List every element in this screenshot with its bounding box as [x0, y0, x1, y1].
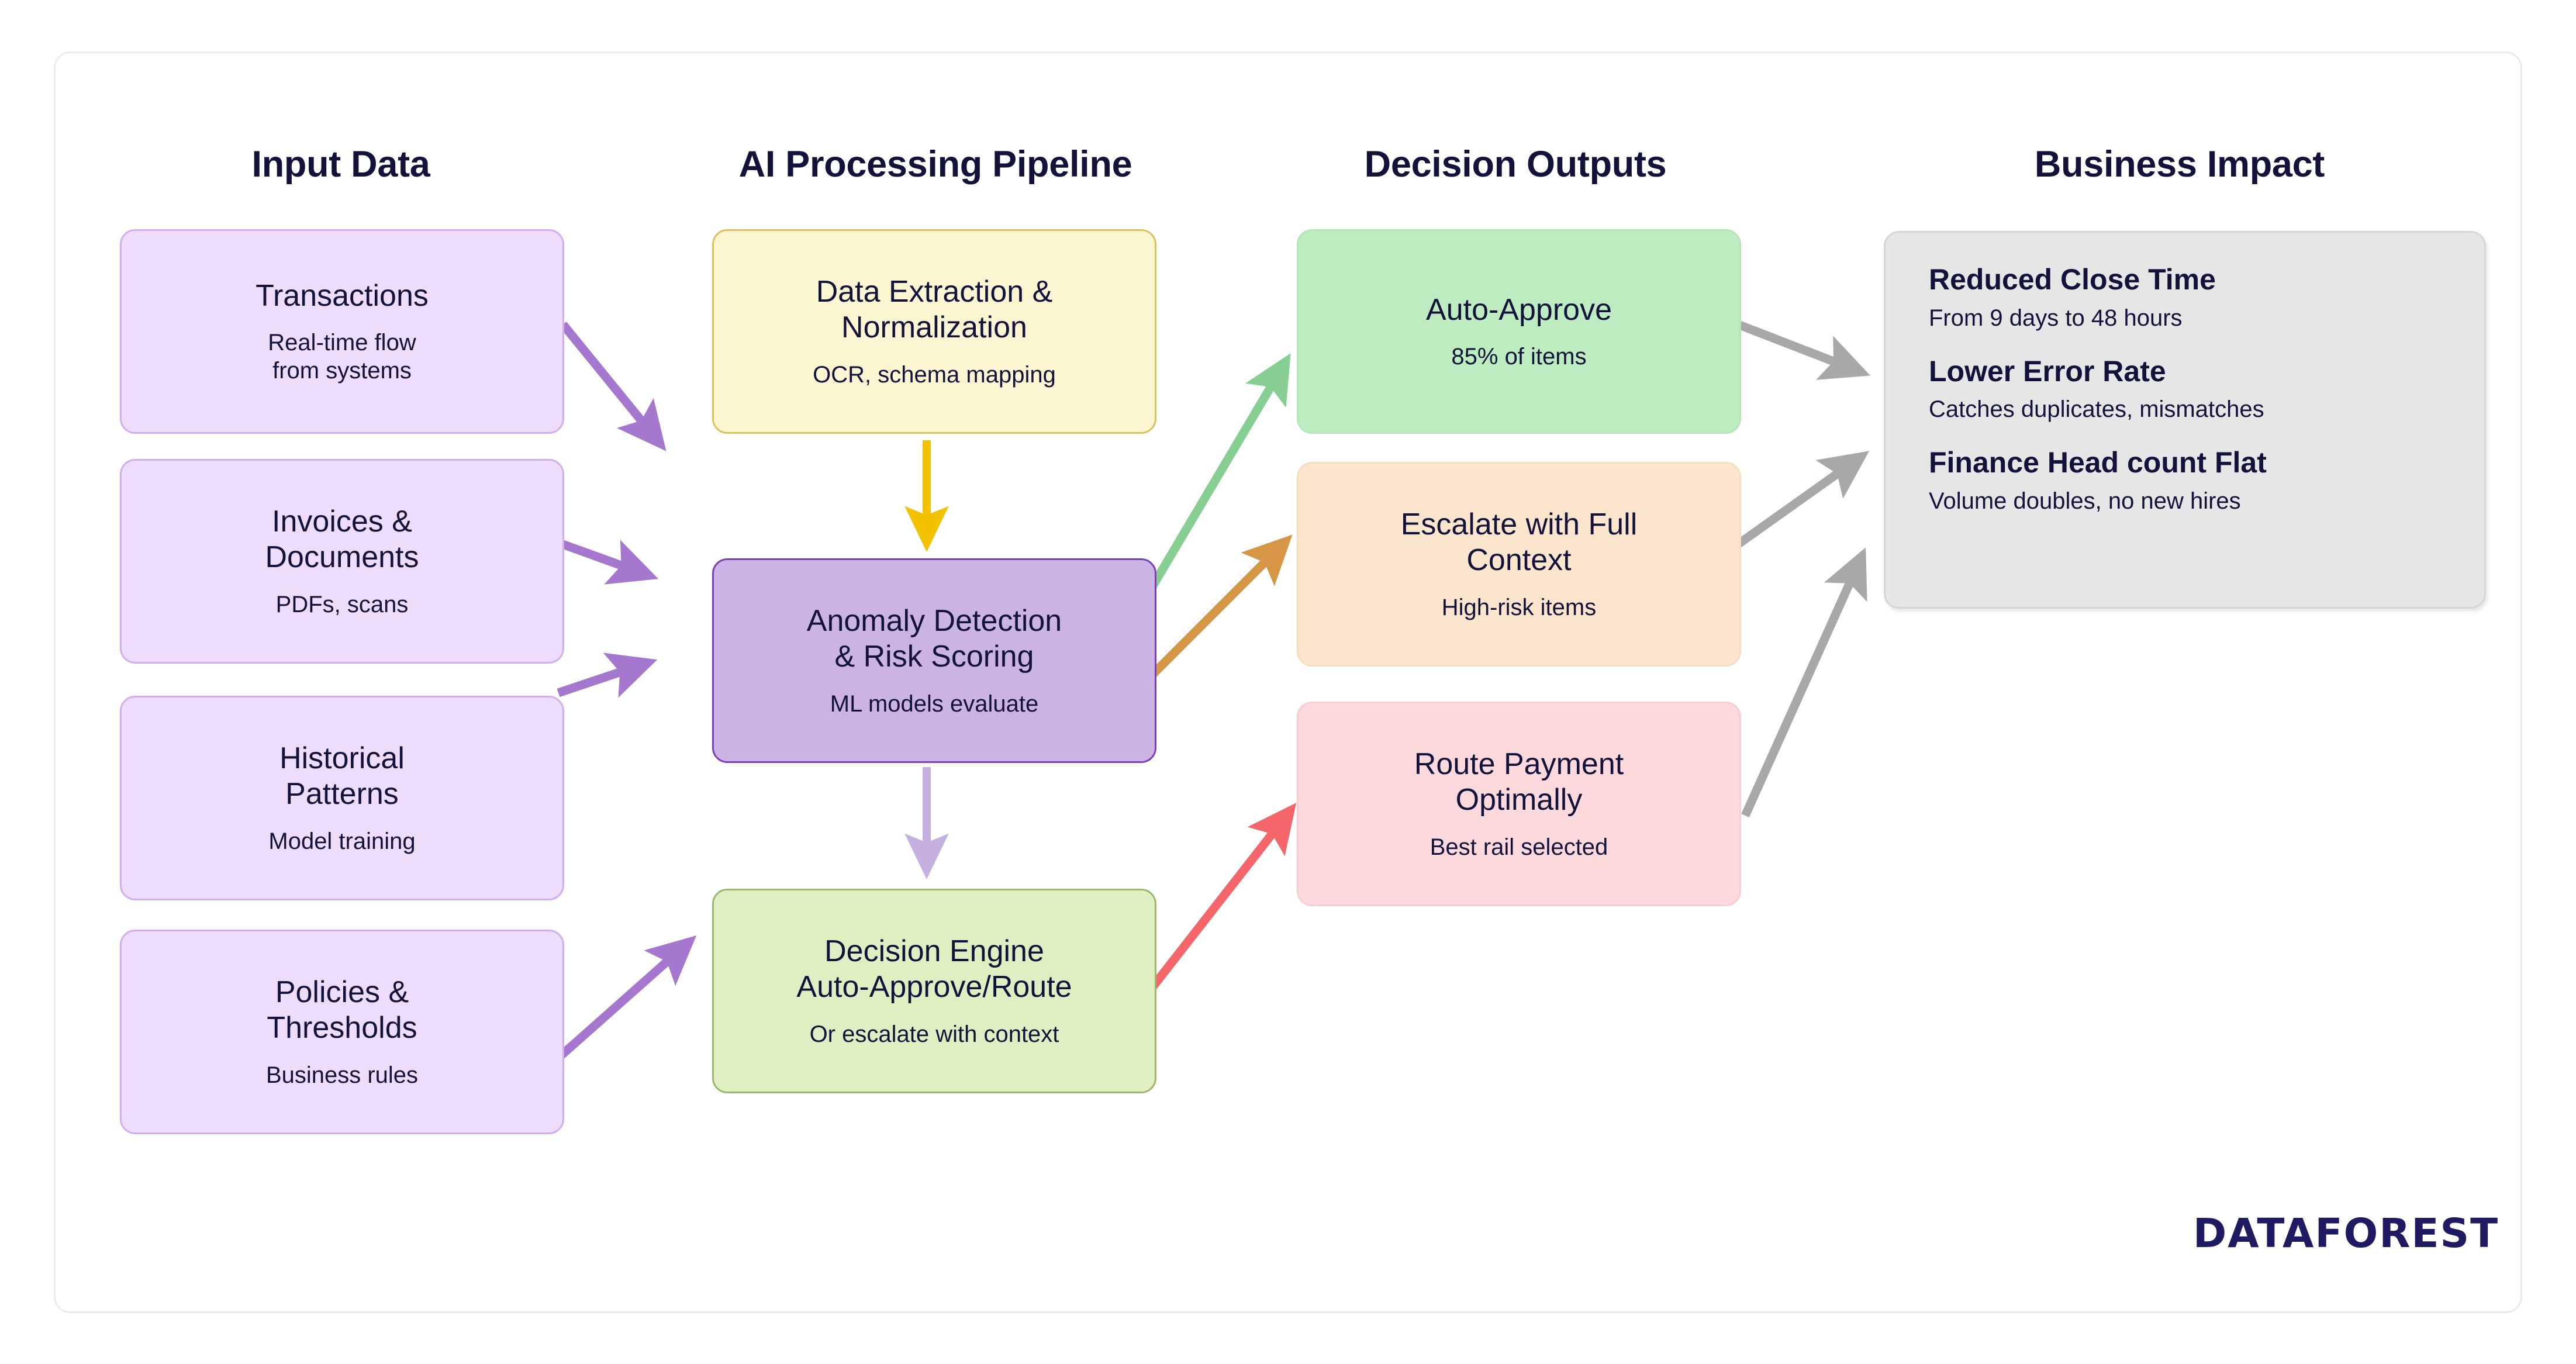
panel-business-impact[interactable]: Reduced Close Time From 9 days to 48 hou…	[1884, 231, 2486, 609]
card-anomaly-detection[interactable]: Anomaly Detection& Risk Scoring ML model…	[712, 558, 1156, 763]
impact-item-lower-error-rate: Lower Error Rate Catches duplicates, mis…	[1929, 355, 2441, 423]
card-data-extraction-subtitle: OCR, schema mapping	[813, 361, 1056, 388]
impact-detail-reduced-close-time: From 9 days to 48 hours	[1929, 305, 2183, 331]
card-data-extraction[interactable]: Data Extraction &Normalization OCR, sche…	[712, 229, 1156, 434]
card-route-payment-subtitle: Best rail selected	[1429, 834, 1608, 860]
impact-item-finance-headcount-flat: Finance Head count Flat Volume doubles, …	[1929, 446, 2441, 514]
card-historical-patterns-subtitle: Model training	[268, 828, 416, 854]
card-auto-approve-subtitle: 85% of items	[1451, 344, 1587, 370]
impact-heading-lower-error-rate: Lower Error Rate	[1929, 354, 2166, 388]
column-title-decision-outputs: Decision Outputs	[1364, 144, 1667, 185]
card-anomaly-detection-subtitle: ML models evaluate	[830, 690, 1039, 717]
card-invoices-documents-title: Invoices &Documents	[265, 505, 419, 574]
impact-heading-finance-headcount-flat: Finance Head count Flat	[1929, 446, 2267, 479]
dataforest-wordmark: DATAFOREST	[2193, 1210, 2499, 1257]
card-decision-engine-subtitle: Or escalate with context	[809, 1021, 1059, 1047]
column-title-input-data: Input Data	[251, 144, 430, 185]
impact-heading-reduced-close-time: Reduced Close Time	[1929, 263, 2216, 296]
card-transactions-title: Transactions	[255, 278, 429, 313]
card-anomaly-detection-title: Anomaly Detection& Risk Scoring	[806, 604, 1062, 674]
card-invoices-documents-subtitle: PDFs, scans	[275, 591, 409, 617]
impact-detail-finance-headcount-flat: Volume doubles, no new hires	[1929, 488, 2241, 514]
column-title-ai-pipeline: AI Processing Pipeline	[738, 144, 1132, 185]
card-auto-approve-title: Auto-Approve	[1426, 292, 1612, 327]
card-invoices-documents[interactable]: Invoices &Documents PDFs, scans	[120, 459, 564, 664]
impact-item-reduced-close-time: Reduced Close Time From 9 days to 48 hou…	[1929, 263, 2441, 331]
impact-detail-lower-error-rate: Catches duplicates, mismatches	[1929, 396, 2264, 422]
card-policies-thresholds-title: Policies &Thresholds	[267, 975, 417, 1045]
column-title-business-impact: Business Impact	[2034, 144, 2325, 185]
card-policies-thresholds[interactable]: Policies &Thresholds Business rules	[120, 930, 564, 1134]
dataforest-logo: DATAFOREST	[2190, 1175, 2498, 1292]
card-escalate-full-context-subtitle: High-risk items	[1441, 594, 1597, 620]
card-data-extraction-title: Data Extraction &Normalization	[816, 275, 1053, 344]
card-auto-approve[interactable]: Auto-Approve 85% of items	[1297, 229, 1741, 434]
card-policies-thresholds-subtitle: Business rules	[265, 1062, 419, 1088]
